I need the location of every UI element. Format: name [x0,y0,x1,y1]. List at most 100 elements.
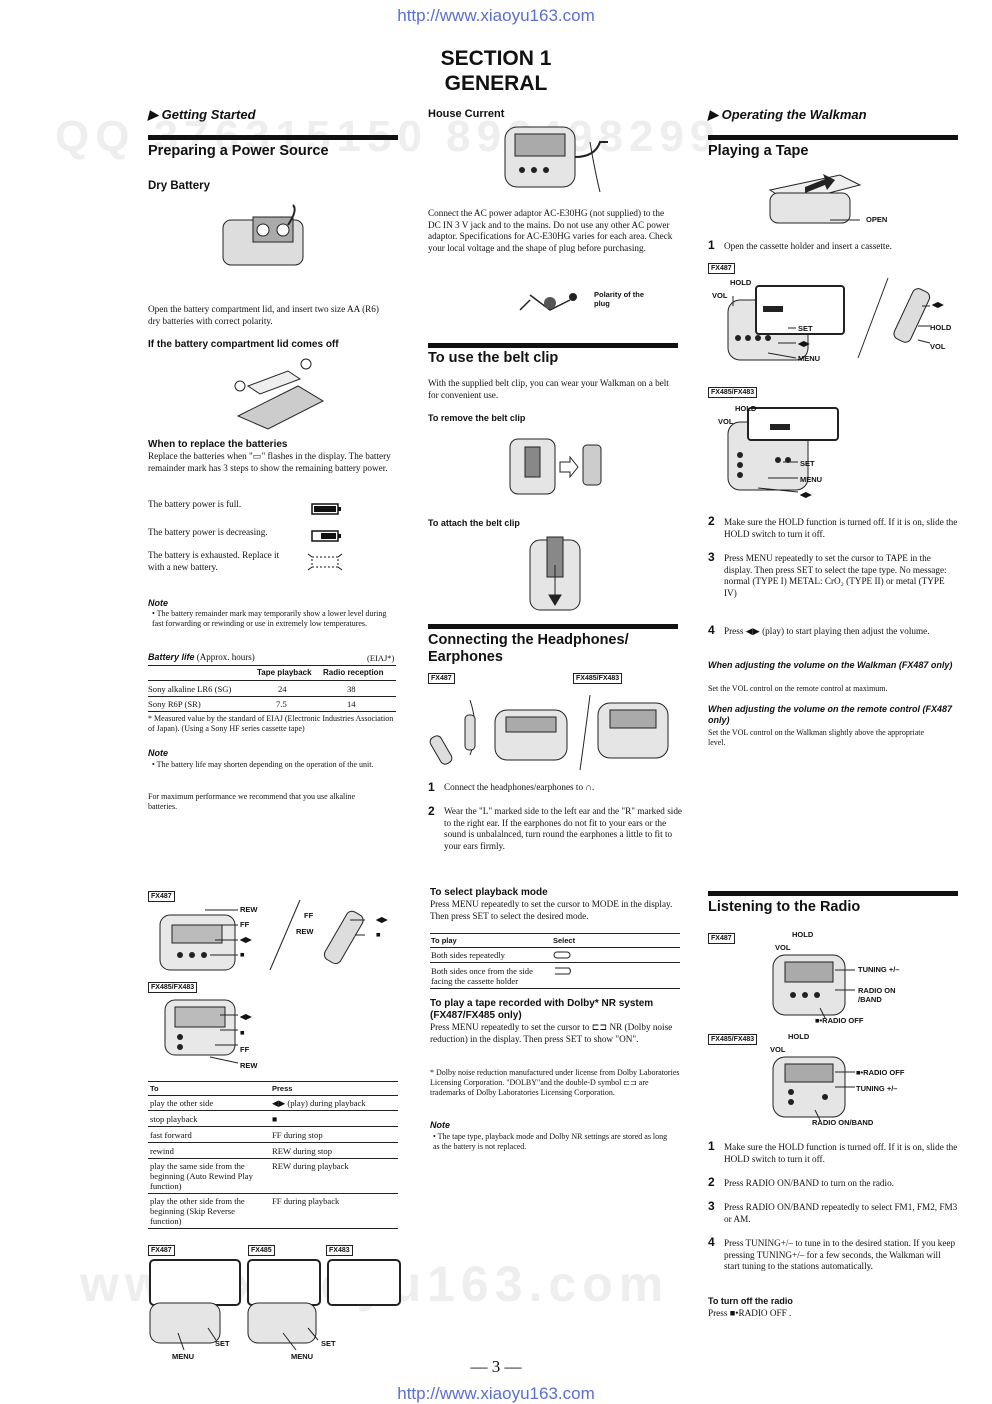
note-text: • The battery remainder mark may tempora… [152,609,387,628]
ops-header-press: Press [272,1084,293,1093]
remote-volume-text: Set the VOL control on the Walkman sligh… [708,728,925,747]
remove-clip-illustration [509,438,602,495]
table-header-tape: Tape playback [257,668,312,677]
repeat-both-icon [553,951,571,959]
set-label: SET [215,1339,230,1348]
battery-compartment-illustration [222,204,304,266]
menu-label: MENU [291,1352,314,1361]
ops-cell: play the other side [150,1098,214,1108]
step-number: 2 [428,804,435,818]
display-models-diagram [149,1259,401,1351]
house-current-heading: House Current [428,108,505,120]
battery-life-heading: Battery life (Approx. hours) [148,652,255,662]
both-sides-once-icon [555,967,571,975]
battery-lid-illustration [234,358,325,430]
model-tag: FX487 [148,1245,175,1256]
play-symbol-label: ◀▶ [240,935,252,944]
power-source-title: Preparing a Power Source [148,143,329,159]
ops-cell: REW during stop [272,1146,332,1156]
playing-step-3: Press MENU repeatedly to set the cursor … [724,553,947,598]
hold-label: HOLD [788,1032,810,1041]
rule [430,988,680,989]
belt-clip-title: To use the belt clip [428,350,559,366]
model-tag: FX485/FX483 [573,673,623,684]
vol-label: VOL [712,291,728,300]
rew-label: REW [240,1061,258,1070]
model-tag: FX485 [248,1245,275,1256]
rule [148,1193,398,1194]
radio-step-2: Press RADIO ON/BAND to turn on the radio… [724,1178,894,1188]
model-tag: FX485/FX483 [708,1034,758,1045]
model-tag: FX485/FX483 [708,387,758,398]
ff-label: FF [240,920,250,929]
rule [430,962,680,963]
vol-label: VOL [770,1045,786,1054]
playing-step-2: Make sure the HOLD function is turned of… [724,517,958,539]
table-cell: 7.5 [276,699,287,709]
radio-off-label: ■•RADIO OFF [815,1016,864,1025]
getting-started-heading: ▶ Getting Started [148,107,256,122]
playing-step-1: Open the cassette holder and insert a ca… [724,241,892,251]
table-header-radio: Radio reception [323,668,384,677]
step-number: 2 [708,514,715,528]
battery-state-exhausted: The battery is exhausted. Replace it wit… [148,550,280,572]
step-number: 3 [708,550,715,564]
rule [708,891,958,896]
step-number: 1 [708,238,715,252]
headphones-title: Connecting the Headphones/Earphones [428,632,629,665]
model-tag: FX483 [326,1245,353,1256]
turn-off-radio-heading: To turn off the radio [708,1296,793,1306]
menu-label: MENU [798,354,821,363]
fx485-controls-diagram [164,999,239,1064]
battery-empty-icon [307,553,343,571]
walkman-volume-text: Set the VOL control on the remote contro… [708,684,888,693]
mode-cell: Both sides repeatedly [431,950,505,960]
radio-step-4: Press TUNING+/– to tune in to the desire… [724,1238,956,1272]
rule [428,624,678,629]
fx487-radio-diagram [772,954,855,1019]
model-tag: FX487 [708,263,735,274]
radio-onband-label: RADIO ON/BAND [812,1118,874,1127]
max-performance-text: For maximum performance we recommend tha… [148,792,356,811]
remove-clip-heading: To remove the belt clip [428,413,526,423]
ops-cell: ■ [272,1114,278,1124]
hold-label: HOLD [792,930,814,939]
open-battery-text: Open the battery compartment lid, and in… [148,304,379,326]
fx485-radio-diagram [772,1056,855,1121]
open-cassette-illustration [768,174,862,224]
ops-cell: rewind [150,1146,174,1156]
radio-off-label: ■•RADIO OFF [856,1068,905,1077]
table-cell: Sony alkaline LR6 (SG) [148,684,232,694]
headphones-step-2: Wear the "L" marked side to the left ear… [444,806,682,851]
plug-polarity-illustration [519,293,577,311]
bottom-url[interactable]: http://www.xiaoyu163.com [397,1384,595,1403]
note-label: Note [148,748,168,758]
radio-step-1: Make sure the HOLD function is turned of… [724,1142,958,1164]
page-number: — 3 — [470,1357,522,1376]
mode-header-play: To play [431,936,457,945]
dry-battery-heading: Dry Battery [148,180,210,192]
hold-label-remote: HOLD [930,323,952,332]
top-url[interactable]: http://www.xiaoyu163.com [397,6,595,25]
vol-label: VOL [718,417,734,426]
replace-batteries-text: Replace the batteries when "▭" flashes i… [148,451,391,473]
radio-title: Listening to the Radio [708,899,861,915]
ops-cell: ◀▶ (play) during playback [272,1098,366,1108]
set-label: SET [321,1339,336,1348]
fx485-playback-diagram [727,407,839,493]
hold-label: HOLD [735,404,757,413]
dolby-footnote: * Dolby noise reduction manufactured und… [430,1068,680,1097]
rule [148,1095,398,1096]
lid-comes-off-heading: If the battery compartment lid comes off [148,339,339,350]
stop-symbol-label-remote: ■ [376,930,381,939]
ops-cell: play the same side from the beginning (A… [150,1161,253,1191]
menu-label: MENU [172,1352,195,1361]
model-tag: FX487 [708,933,735,944]
stop-symbol-label: ■ [240,1028,245,1037]
rule [148,1142,398,1143]
remote-volume-heading: When adjusting the volume on the remote … [708,704,953,725]
menu-label: MENU [800,475,823,484]
tuning-label: TUNING +/– [858,965,900,974]
battery-full-icon [311,503,341,515]
table-cell: 38 [347,684,356,694]
